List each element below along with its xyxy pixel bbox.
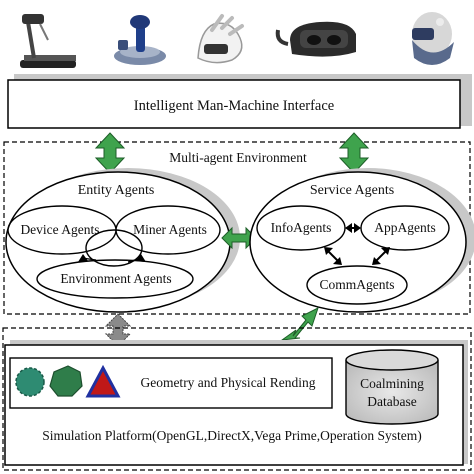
comm-agents-ellipse (306, 265, 408, 305)
rendering-label: Geometry and Physical Rending (140, 375, 315, 390)
database-icon: Coalmining Database (345, 349, 439, 425)
arrow-service-platform (280, 307, 319, 341)
simulation-platform: Geometry and Physical Rending Coalmining… (2, 327, 472, 471)
service-agents-group: Service Agents InfoAgents AppAgents Comm… (249, 168, 474, 313)
database-label-line1: Coalmining (360, 376, 424, 391)
data-glove-icon (197, 14, 244, 64)
platform-outer-frame (2, 327, 472, 471)
polygon-icon (49, 365, 83, 397)
database-label-line2: Database (367, 394, 416, 409)
arrow-interface-entity (94, 132, 126, 174)
comm-agents-label: CommAgents (319, 277, 394, 292)
interface-label: Intelligent Man-Machine Interface (134, 98, 335, 114)
environment-label-mask (150, 147, 326, 167)
info-app-arrow (345, 223, 361, 233)
arrow-interface-service (338, 132, 370, 174)
miner-agents-label: Miner Agents (133, 222, 207, 237)
helmet-display-icon (412, 12, 454, 65)
entity-center-ellipse (85, 229, 143, 267)
interface-section: Intelligent Man-Machine Interface (7, 74, 472, 129)
info-comm-arrow (324, 247, 342, 265)
device-agents-label: Device Agents (20, 222, 99, 237)
triangle-icon (85, 364, 121, 398)
interface-box (7, 79, 461, 129)
service-title: Service Agents (310, 183, 394, 198)
platform-label: Simulation Platform(OpenGL,DirectX,Vega … (42, 428, 421, 443)
info-agents-label: InfoAgents (271, 220, 332, 235)
environment-label: Multi-agent Environment (169, 150, 307, 165)
joystick-icon (114, 15, 166, 65)
environment-agents-label: Environment Agents (60, 271, 171, 286)
entity-agents-group: Entity Agents Device Agents Miner Agents… (5, 168, 240, 313)
environment-agents-ellipse (36, 259, 194, 299)
device-strip (20, 12, 454, 68)
entity-title: Entity Agents (78, 183, 155, 198)
app-agents-label: AppAgents (374, 220, 436, 235)
app-comm-arrow (372, 247, 390, 265)
vr-headset-icon (275, 21, 356, 57)
treadmill-icon (20, 14, 76, 68)
dotted-circle-icon (15, 367, 45, 397)
